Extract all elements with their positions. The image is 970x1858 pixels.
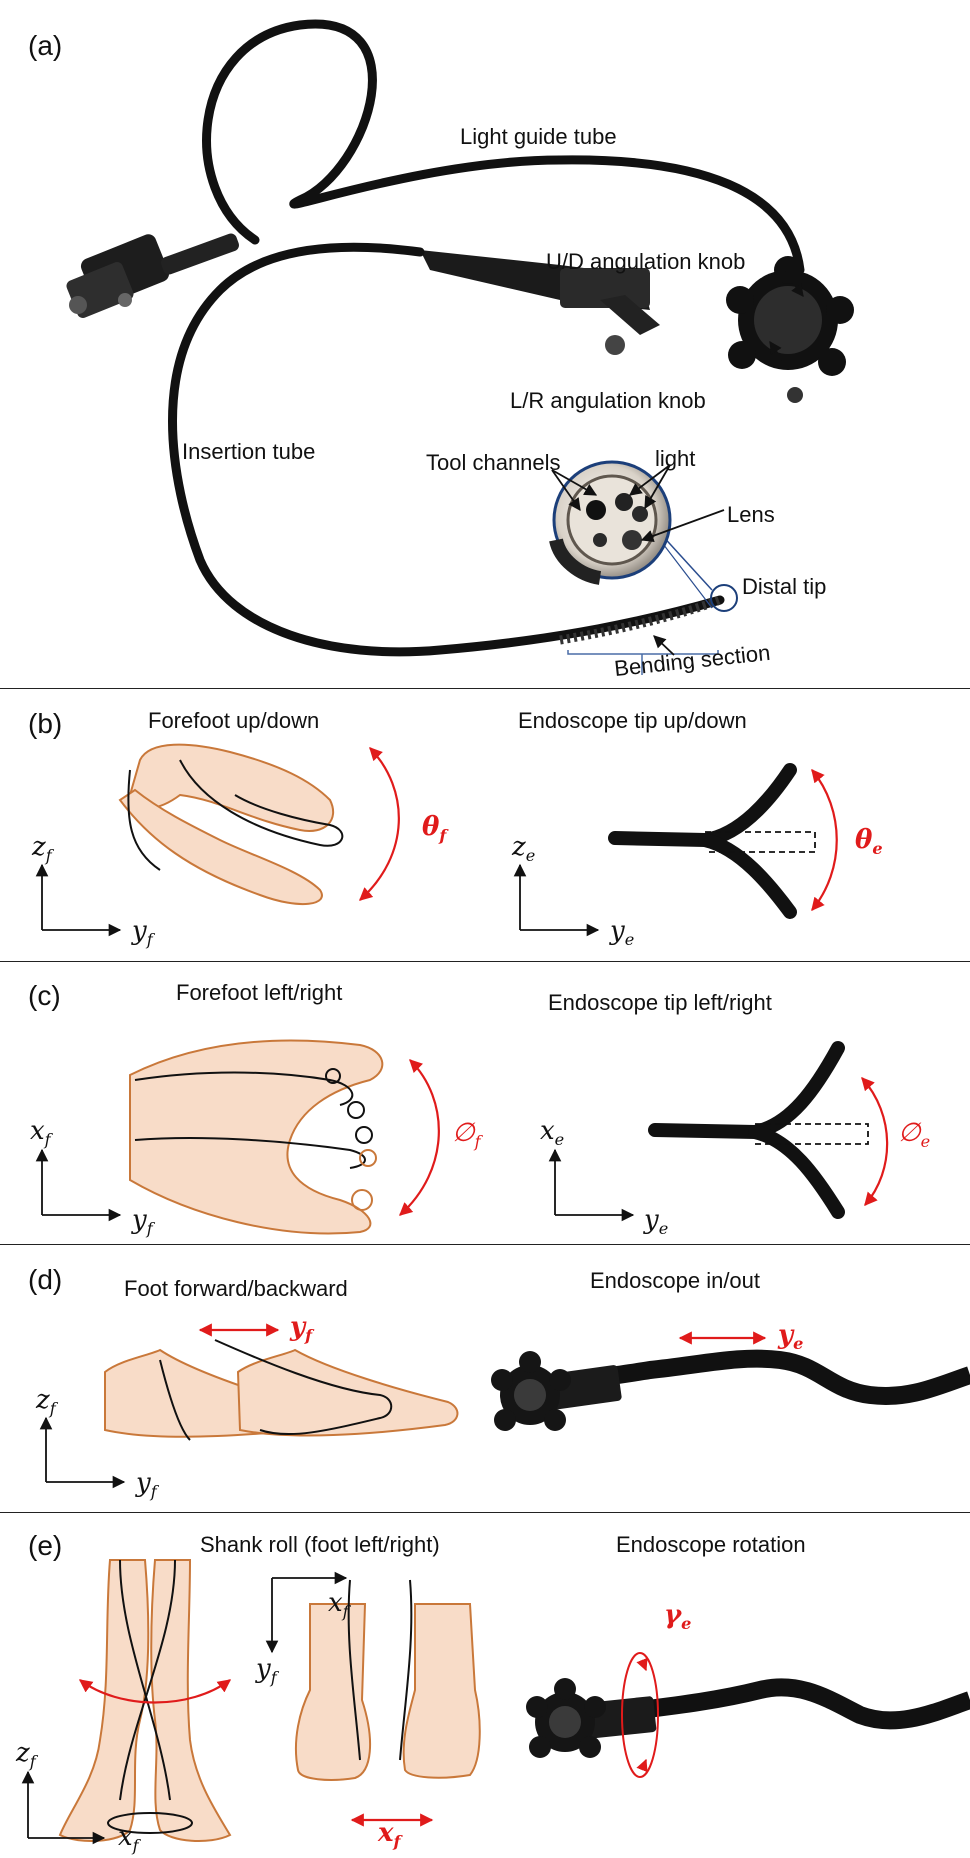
ye-motion-symbol: ye — [778, 1320, 804, 1354]
panel-label-e: (e) — [28, 1530, 63, 1561]
phi-e-symbol: ∅e — [898, 1118, 931, 1152]
axis-xf-e: xf — [118, 1822, 139, 1856]
axis-ye-b: ye — [610, 916, 635, 950]
angulation-knobs — [726, 256, 854, 403]
title-forefoot-leftright: Forefoot left/right — [176, 980, 343, 1005]
panel-label-a: (a) — [28, 30, 63, 61]
light-port-1 — [632, 506, 648, 522]
title-foot-forward-backward: Foot forward/backward — [124, 1276, 348, 1301]
label-ud-angulation-knob: U/D angulation knob — [546, 249, 746, 274]
title-endoscope-inout: Endoscope in/out — [590, 1268, 761, 1293]
axis-ye-c: ye — [644, 1205, 669, 1239]
light-guide-plug — [66, 233, 239, 318]
title-endoscope-tip-updown: Endoscope tip up/down — [518, 708, 747, 733]
endoscope-leftright-drawing — [648, 1041, 889, 1219]
axis-yf-d: yf — [136, 1468, 157, 1502]
axis-yf-c: yf — [132, 1205, 153, 1239]
tool-channel-1 — [586, 500, 606, 520]
endoscope-inout-drawing — [491, 1331, 970, 1431]
panel-d-axes — [39, 1416, 126, 1489]
axis-xf-top-e: xf — [328, 1588, 349, 1622]
phi-f-symbol: ∅f — [452, 1118, 481, 1152]
foot-forward-backward-drawing — [104, 1323, 459, 1441]
label-insertion-tube: Insertion tube — [182, 439, 316, 464]
title-forefoot-updown: Forefoot up/down — [148, 708, 320, 733]
theta-e-symbol: θe — [855, 825, 883, 859]
axis-zf-b: zf — [32, 832, 52, 866]
axis-xe-c: xe — [540, 1116, 565, 1150]
endoscope-photo — [66, 19, 854, 675]
tool-channel-2 — [615, 493, 633, 511]
forefoot-leftright-drawing — [129, 1039, 440, 1235]
label-lens: Lens — [727, 502, 775, 527]
panel-label-c: (c) — [28, 980, 61, 1011]
axis-xf-c: xf — [30, 1116, 51, 1150]
shank-roll-front-drawing — [58, 1559, 232, 1842]
divider-b-c — [0, 961, 970, 962]
axis-ze-b: ze — [512, 832, 536, 866]
divider-a-b — [0, 688, 970, 689]
label-light: light — [655, 446, 696, 471]
panel-e-axes — [21, 1571, 348, 1845]
endoscope-knob-e — [526, 1678, 657, 1758]
label-tool-channels: Tool channels — [426, 450, 561, 475]
panel-b-axes — [35, 863, 600, 937]
forefoot-updown-drawing — [118, 743, 400, 906]
axis-yf-top-e: yf — [256, 1654, 277, 1688]
panel-c-axes — [35, 1148, 635, 1222]
label-lr-angulation-knob: L/R angulation knob — [510, 388, 706, 413]
control-handle — [420, 250, 660, 355]
theta-f-symbol: θf — [422, 812, 447, 846]
lens-port — [622, 530, 642, 550]
title-endoscope-rotation: Endoscope rotation — [616, 1532, 806, 1557]
light-port-2 — [593, 533, 607, 547]
insertion-tube — [168, 242, 725, 657]
gamma-e-symbol: γe — [664, 1600, 692, 1634]
title-endoscope-tip-leftright: Endoscope tip left/right — [548, 990, 772, 1015]
title-shank-roll: Shank roll (foot left/right) — [200, 1532, 440, 1557]
endoscope-knob-d — [491, 1351, 622, 1431]
axis-yf-b: yf — [132, 916, 153, 950]
yf-motion-symbol: yf — [290, 1312, 313, 1346]
xf-motion-symbol: xf — [378, 1818, 401, 1852]
label-distal-tip: Distal tip — [742, 574, 827, 599]
divider-c-d — [0, 1244, 970, 1245]
label-light-guide-tube: Light guide tube — [460, 124, 617, 149]
endoscope-rotation-drawing — [526, 1652, 970, 1778]
endoscope-updown-drawing — [608, 763, 838, 919]
divider-d-e — [0, 1512, 970, 1513]
light-guide-tube — [202, 19, 805, 275]
axis-zf-d: zf — [36, 1385, 56, 1419]
axis-zf-e: zf — [16, 1738, 36, 1772]
panel-label-b: (b) — [28, 708, 63, 739]
panel-label-d: (d) — [28, 1264, 63, 1295]
distal-tip-marker — [710, 584, 738, 612]
bending-section-tube — [559, 595, 722, 645]
shank-roll-top-drawing — [294, 1579, 481, 1827]
